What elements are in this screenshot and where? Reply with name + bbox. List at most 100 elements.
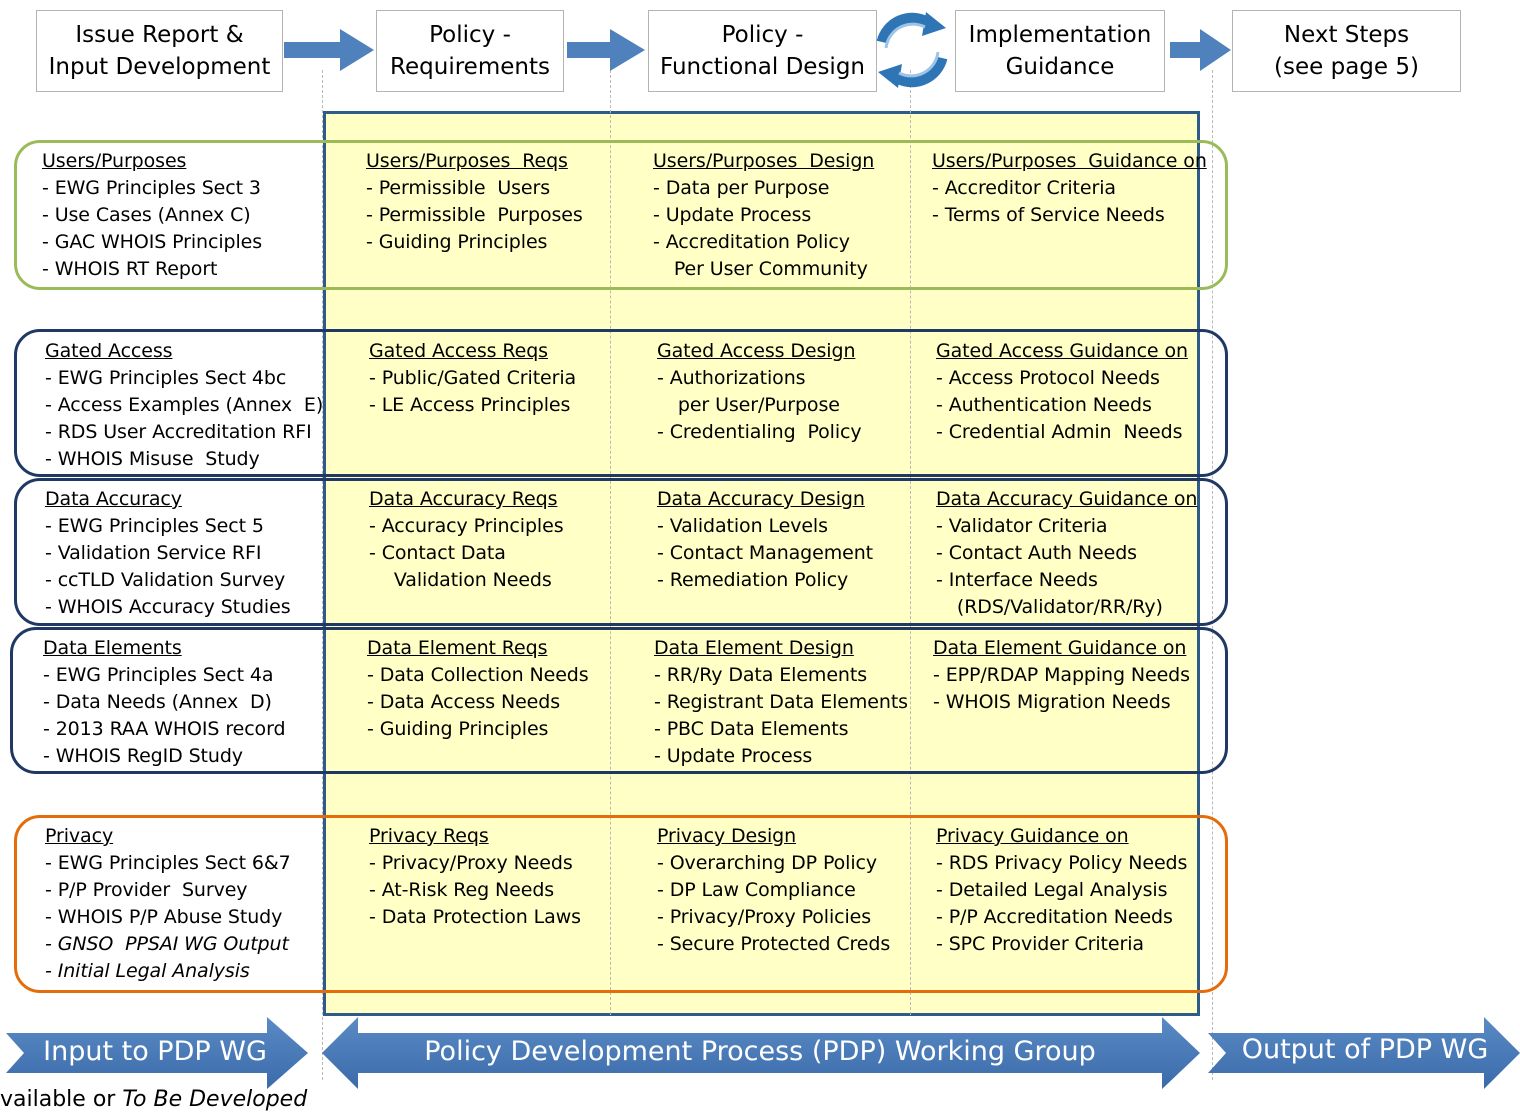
- list-item: Validation Needs: [382, 569, 552, 591]
- data-accuracy-input: Data Accuracy - EWG Principles Sect 5 - …: [45, 486, 291, 621]
- data-accuracy-design: Data Accuracy Design - Validation Levels…: [657, 486, 873, 594]
- stage-line1: Policy -: [721, 22, 804, 48]
- column-title: Data Element Guidance on: [933, 637, 1187, 659]
- column-title: Privacy Design: [657, 825, 797, 847]
- list-item: - Validation Levels: [657, 515, 828, 537]
- data-elements-input: Data Elements - EWG Principles Sect 4a -…: [43, 635, 286, 770]
- flow-arrow-icon: [1170, 29, 1231, 71]
- stage-line2: (see page 5): [1274, 54, 1419, 80]
- stage-line1: Next Steps: [1283, 22, 1410, 48]
- stage-functional-design: Policy - Functional Design: [648, 10, 877, 92]
- output-arrow-shape: [1208, 1017, 1520, 1089]
- column-title: Users/Purposes Design: [653, 150, 875, 172]
- stage-line2: Requirements: [390, 54, 550, 80]
- data-elements-reqs: Data Element Reqs - Data Collection Need…: [367, 635, 589, 743]
- list-item: - Permissible Users: [366, 177, 551, 199]
- column-title: Gated Access Design: [657, 340, 856, 362]
- group-data-elements: [10, 627, 1228, 774]
- list-item: - Validation Service RFI: [45, 542, 262, 564]
- privacy-reqs: Privacy Reqs - Privacy/Proxy Needs - At-…: [369, 823, 581, 931]
- data-elements-guidance: Data Element Guidance on - EPP/RDAP Mapp…: [933, 635, 1190, 716]
- list-item: - Public/Gated Criteria: [369, 367, 577, 389]
- legend-to-be-developed: To Be Developed: [122, 1087, 308, 1112]
- input-to-pdp-label: Input to PDP WG: [43, 1036, 267, 1067]
- list-item-to-be-developed: - GNSO PPSAI WG Output: [45, 933, 289, 955]
- users-purposes-design: Users/Purposes Design - Data per Purpose…: [653, 148, 874, 283]
- list-item: - RDS User Accreditation RFI: [45, 421, 312, 443]
- privacy-design: Privacy Design - Overarching DP Policy -…: [657, 823, 890, 958]
- users-purposes-guidance: Users/Purposes Guidance on - Accreditor …: [932, 148, 1207, 229]
- pdp-working-group-label: Policy Development Process (PDP) Working…: [424, 1036, 1096, 1067]
- column-title: Privacy Reqs: [369, 825, 489, 847]
- users-purposes-input: Users/Purposes - EWG Principles Sect 3 -…: [42, 148, 262, 283]
- column-title: Privacy Guidance on: [936, 825, 1129, 847]
- list-item: - SPC Provider Criteria: [936, 933, 1144, 955]
- column-title: Data Accuracy Guidance on: [936, 488, 1198, 510]
- list-item: - Terms of Service Needs: [932, 204, 1165, 226]
- list-item: - EWG Principles Sect 6&7: [45, 852, 291, 874]
- list-item: - Secure Protected Creds: [657, 933, 891, 955]
- column-title: Users/Purposes Guidance on: [932, 150, 1207, 172]
- list-item: - Contact Data: [369, 542, 506, 564]
- list-item: - Authorizations: [657, 367, 806, 389]
- list-item: - Validator Criteria: [936, 515, 1108, 537]
- list-item: - Data Needs (Annex D): [43, 691, 272, 713]
- list-item: - Credentialing Policy: [657, 421, 862, 443]
- list-item: - Accuracy Principles: [369, 515, 564, 537]
- list-item: - WHOIS Misuse Study: [45, 448, 260, 470]
- stage-issue-report: Issue Report & Input Development: [36, 10, 283, 92]
- stage-line1: Policy -: [429, 22, 511, 48]
- list-item: - EWG Principles Sect 4a: [43, 664, 274, 686]
- column-divider: [610, 70, 611, 1015]
- stage-next-steps: Next Steps (see page 5): [1232, 10, 1461, 92]
- list-item: - Access Protocol Needs: [936, 367, 1160, 389]
- gated-access-design: Gated Access Design - Authorizations per…: [657, 338, 862, 446]
- list-item: - Data per Purpose: [653, 177, 830, 199]
- list-item: - Registrant Data Elements: [654, 691, 908, 713]
- gated-access-reqs: Gated Access Reqs - Public/Gated Criteri…: [369, 338, 576, 419]
- stage-line1: Issue Report &: [75, 22, 244, 48]
- list-item: - Guiding Principles: [366, 231, 548, 253]
- legend-available: vailable or: [0, 1087, 123, 1112]
- list-item: - PBC Data Elements: [654, 718, 849, 740]
- list-item: - Permissible Purposes: [366, 204, 583, 226]
- list-item: - Guiding Principles: [367, 718, 549, 740]
- group-privacy: [14, 815, 1228, 993]
- list-item: - EWG Principles Sect 4bc: [45, 367, 287, 389]
- privacy-input: Privacy - EWG Principles Sect 6&7 - P/P …: [45, 823, 291, 985]
- legend: vailable or To Be Developed: [0, 1087, 307, 1112]
- list-item: - Privacy/Proxy Needs: [369, 852, 573, 874]
- list-item: Per User Community: [662, 258, 868, 280]
- list-item: - WHOIS P/P Abuse Study: [45, 906, 283, 928]
- list-item: - P/P Provider Survey: [45, 879, 248, 901]
- list-item: - RR/Ry Data Elements: [654, 664, 868, 686]
- flow-arrow-icon: [284, 29, 374, 71]
- list-item: - Data Collection Needs: [367, 664, 589, 686]
- column-title: Gated Access Reqs: [369, 340, 548, 362]
- users-purposes-reqs: Users/Purposes Reqs - Permissible Users …: [366, 148, 583, 256]
- column-title: Data Accuracy Reqs: [369, 488, 558, 510]
- list-item-to-be-developed: - Initial Legal Analysis: [45, 960, 250, 982]
- list-item: - EPP/RDAP Mapping Needs: [933, 664, 1190, 686]
- column-divider: [910, 70, 911, 1015]
- list-item: - 2013 RAA WHOIS record: [43, 718, 286, 740]
- column-divider: [1212, 70, 1213, 1080]
- column-title: Data Accuracy: [45, 488, 182, 510]
- list-item: - Remediation Policy: [657, 569, 849, 591]
- group-users-purposes: [14, 140, 1228, 290]
- list-item: - WHOIS Migration Needs: [933, 691, 1171, 713]
- list-item: - Overarching DP Policy: [657, 852, 878, 874]
- stage-line2: Functional Design: [659, 54, 866, 80]
- flow-arrow-icon: [567, 29, 645, 71]
- list-item: - GAC WHOIS Principles: [42, 231, 263, 253]
- column-title: Gated Access: [45, 340, 173, 362]
- list-item: - EWG Principles Sect 5: [45, 515, 264, 537]
- input-arrow-shape: [6, 1017, 308, 1089]
- list-item: - DP Law Compliance: [657, 879, 856, 901]
- list-item: - Data Protection Laws: [369, 906, 581, 928]
- column-title: Users/Purposes: [42, 150, 187, 172]
- group-gated-access: [14, 329, 1228, 477]
- list-item: - Authentication Needs: [936, 394, 1152, 416]
- data-accuracy-reqs: Data Accuracy Reqs - Accuracy Principles…: [369, 486, 564, 594]
